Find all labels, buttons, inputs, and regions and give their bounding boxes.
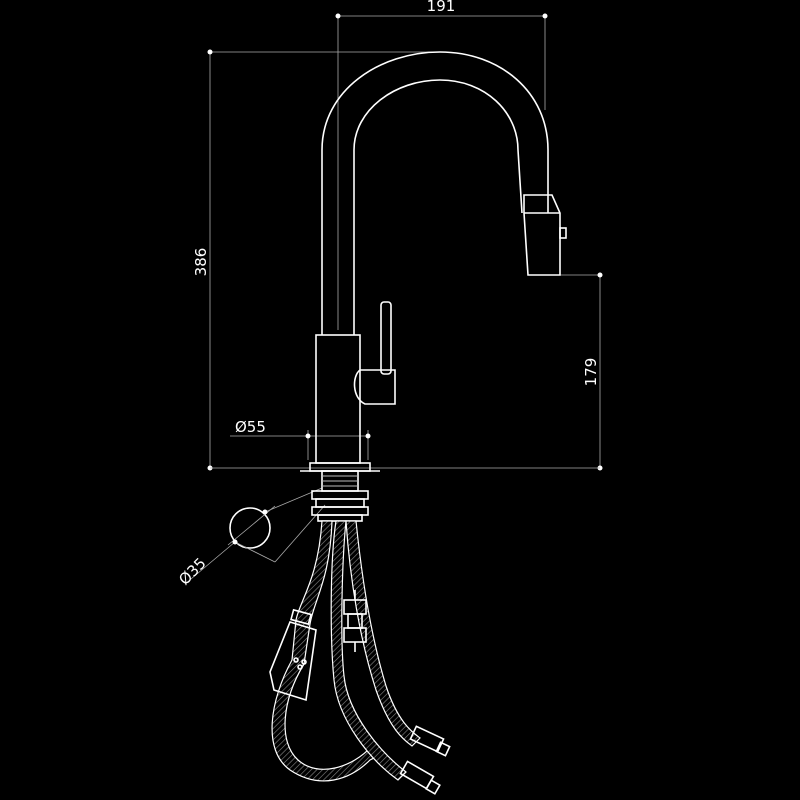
circle-section-icon [229, 507, 271, 549]
spray-head [523, 194, 567, 276]
hose-connector-bottom [399, 760, 441, 795]
base-diameter-label: Ø55 [235, 418, 266, 436]
check-valve [343, 590, 367, 652]
dimension-base-diameter: Ø55 [230, 418, 371, 460]
height-spout-label: 179 [582, 358, 600, 387]
supply-hose-hot [345, 520, 421, 747]
height-total-label: 386 [192, 248, 210, 277]
hose-connector-top [409, 725, 451, 757]
hose-weight [269, 608, 317, 702]
faucet-spout [321, 51, 549, 335]
dimension-height-total: 386 [192, 49, 440, 471]
dimension-height-spout: 179 [560, 272, 603, 471]
mounting-shank [311, 470, 369, 522]
dimension-hole-diameter: Ø35 [175, 487, 326, 589]
faucet-body [315, 334, 361, 464]
hole-diameter-label: Ø35 [175, 554, 210, 589]
width-label: 191 [427, 0, 456, 15]
lever-handle [353, 301, 396, 405]
supply-hose-cold [330, 520, 407, 781]
base-flange [300, 462, 380, 472]
dimension-width: 191 [335, 0, 548, 330]
